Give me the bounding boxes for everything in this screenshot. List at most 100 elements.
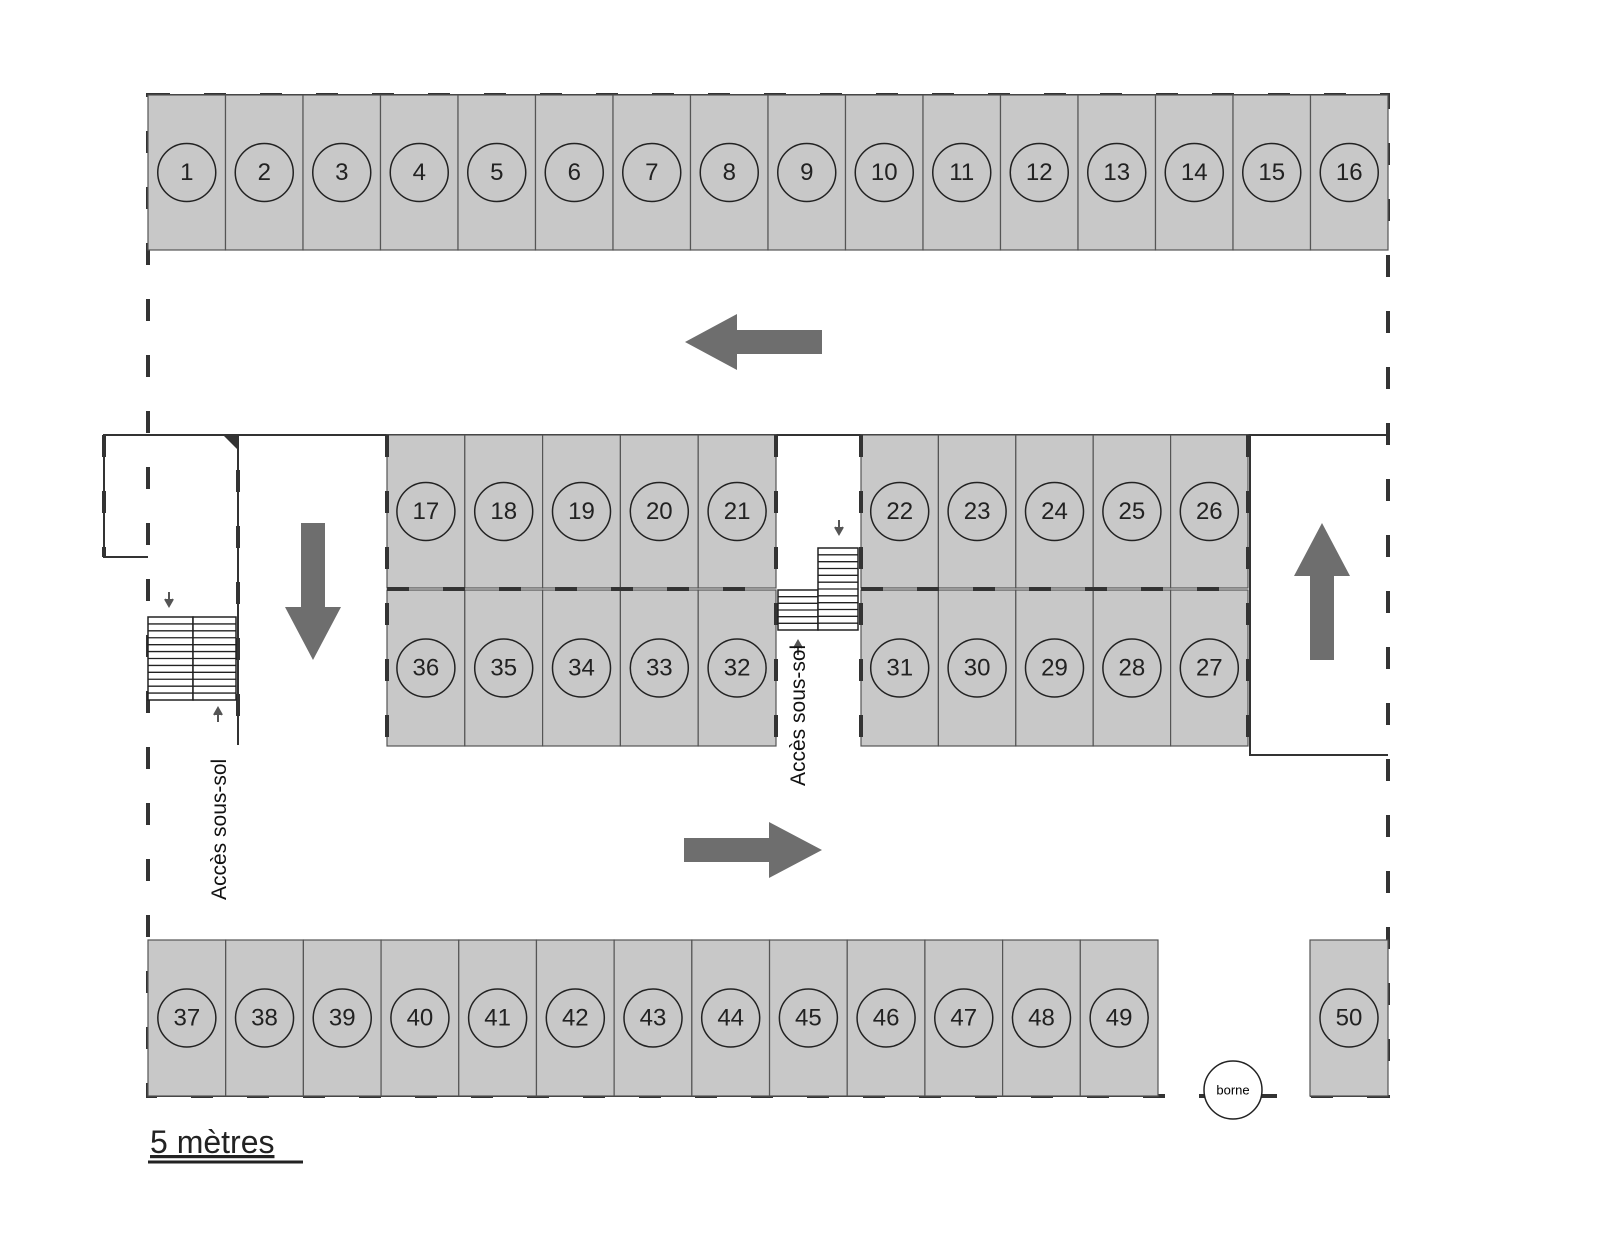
parking-slot-16[interactable]: 16 bbox=[1309, 94, 1389, 251]
arrow-up-icon bbox=[1294, 523, 1350, 660]
slot-number: 36 bbox=[413, 655, 440, 682]
parking-slot-18[interactable]: 18 bbox=[464, 434, 544, 589]
parking-slot-11[interactable]: 11 bbox=[922, 94, 1002, 251]
parking-slot-10[interactable]: 10 bbox=[844, 94, 924, 251]
slot-number-circle bbox=[856, 988, 916, 1048]
parking-slot-29[interactable]: 29 bbox=[1015, 589, 1094, 747]
slot-area bbox=[534, 94, 614, 251]
slot-area bbox=[924, 939, 1004, 1097]
slot-area bbox=[541, 434, 621, 589]
parking-slot-15[interactable]: 15 bbox=[1232, 94, 1312, 251]
parking-slot-32[interactable]: 32 bbox=[697, 589, 777, 747]
parking-slot-37[interactable]: 37 bbox=[147, 939, 227, 1097]
parking-slot-43[interactable]: 43 bbox=[613, 939, 693, 1097]
slot-number: 40 bbox=[407, 1005, 434, 1032]
parking-slot-35[interactable]: 35 bbox=[464, 589, 544, 747]
parking-slot-49[interactable]: 49 bbox=[1079, 939, 1159, 1097]
corner-mark bbox=[223, 435, 238, 450]
slot-number: 15 bbox=[1258, 159, 1285, 186]
slot-number: 9 bbox=[800, 159, 813, 186]
slot-area bbox=[697, 589, 777, 747]
slot-number-circle bbox=[1089, 988, 1149, 1048]
parking-slot-12[interactable]: 12 bbox=[999, 94, 1079, 251]
slot-number-circle bbox=[777, 142, 837, 203]
slot-number: 8 bbox=[723, 159, 736, 186]
parking-slot-17[interactable]: 17 bbox=[386, 434, 466, 589]
slot-number-circle bbox=[544, 142, 604, 203]
parking-slot-26[interactable]: 26 bbox=[1169, 434, 1249, 589]
parking-slot-20[interactable]: 20 bbox=[619, 434, 699, 589]
parking-slot-38[interactable]: 38 bbox=[225, 939, 304, 1097]
slot-number: 43 bbox=[640, 1005, 667, 1032]
parking-slot-27[interactable]: 27 bbox=[1169, 589, 1249, 747]
parking-slot-3[interactable]: 3 bbox=[302, 94, 382, 251]
slot-area bbox=[1002, 939, 1081, 1097]
slot-area bbox=[613, 939, 693, 1097]
slot-number-circle bbox=[1011, 988, 1072, 1048]
slot-number: 11 bbox=[949, 159, 974, 186]
slot-number: 19 bbox=[568, 498, 595, 525]
parking-slot-31[interactable]: 31 bbox=[860, 589, 940, 747]
slot-area bbox=[768, 939, 848, 1097]
parking-slot-13[interactable]: 13 bbox=[1077, 94, 1157, 251]
slot-area bbox=[535, 939, 615, 1097]
slot-number-circle bbox=[707, 481, 767, 542]
parking-slot-14[interactable]: 14 bbox=[1154, 94, 1234, 251]
parking-slot-36[interactable]: 36 bbox=[386, 589, 466, 747]
slot-number-circle bbox=[1179, 481, 1240, 542]
parking-slot-47[interactable]: 47 bbox=[924, 939, 1004, 1097]
slot-number: 16 bbox=[1336, 159, 1363, 186]
slot-area bbox=[922, 94, 1002, 251]
slot-area bbox=[379, 94, 459, 251]
slot-number-circle bbox=[234, 988, 295, 1048]
parking-slot-2[interactable]: 2 bbox=[224, 94, 304, 251]
parking-slot-41[interactable]: 41 bbox=[458, 939, 538, 1097]
slot-number: 38 bbox=[251, 1005, 278, 1032]
parking-slot-6[interactable]: 6 bbox=[534, 94, 614, 251]
parking-slot-8[interactable]: 8 bbox=[689, 94, 769, 251]
parking-slot-24[interactable]: 24 bbox=[1015, 434, 1094, 589]
parking-slot-34[interactable]: 34 bbox=[541, 589, 621, 747]
parking-slot-46[interactable]: 46 bbox=[846, 939, 926, 1097]
parking-slot-44[interactable]: 44 bbox=[691, 939, 771, 1097]
slot-area bbox=[1077, 94, 1157, 251]
parking-slot-50[interactable]: 50 bbox=[1309, 939, 1389, 1097]
parking-slot-4[interactable]: 4 bbox=[379, 94, 459, 251]
parking-slot-40[interactable]: 40 bbox=[380, 939, 460, 1097]
slot-number-circle bbox=[234, 142, 294, 203]
parking-slot-39[interactable]: 39 bbox=[302, 939, 382, 1097]
parking-slot-33[interactable]: 33 bbox=[619, 589, 699, 747]
parking-slot-21[interactable]: 21 bbox=[697, 434, 777, 589]
slot-number-circle bbox=[707, 638, 767, 698]
slot-number: 27 bbox=[1196, 655, 1223, 682]
parking-slot-48[interactable]: 48 bbox=[1002, 939, 1081, 1097]
slot-number: 5 bbox=[490, 159, 503, 186]
arrow-left-icon bbox=[685, 314, 822, 370]
slot-number: 7 bbox=[645, 159, 658, 186]
parking-slot-5[interactable]: 5 bbox=[457, 94, 537, 251]
parking-slot-42[interactable]: 42 bbox=[535, 939, 615, 1097]
slot-number-circle bbox=[947, 638, 1007, 698]
parking-slot-1[interactable]: 1 bbox=[147, 94, 227, 251]
parking-slot-22[interactable]: 22 bbox=[860, 434, 940, 589]
parking-slot-19[interactable]: 19 bbox=[541, 434, 621, 589]
slot-area bbox=[619, 434, 699, 589]
slot-number-circle bbox=[396, 481, 456, 542]
parking-slot-9[interactable]: 9 bbox=[767, 94, 847, 251]
slot-area bbox=[619, 589, 699, 747]
slot-area bbox=[844, 94, 924, 251]
slot-number: 50 bbox=[1336, 1005, 1363, 1032]
parking-slot-25[interactable]: 25 bbox=[1092, 434, 1172, 589]
slot-area bbox=[999, 94, 1079, 251]
parking-slot-45[interactable]: 45 bbox=[768, 939, 848, 1097]
slot-number: 34 bbox=[568, 655, 595, 682]
parking-slot-28[interactable]: 28 bbox=[1092, 589, 1172, 747]
slot-area bbox=[1154, 94, 1234, 251]
parking-slot-23[interactable]: 23 bbox=[937, 434, 1017, 589]
parking-slot-30[interactable]: 30 bbox=[937, 589, 1017, 747]
slot-number: 30 bbox=[964, 655, 991, 682]
slot-area bbox=[1169, 589, 1249, 747]
parking-slot-7[interactable]: 7 bbox=[612, 94, 692, 251]
slot-number: 31 bbox=[886, 655, 913, 682]
slot-number-circle bbox=[473, 481, 534, 542]
